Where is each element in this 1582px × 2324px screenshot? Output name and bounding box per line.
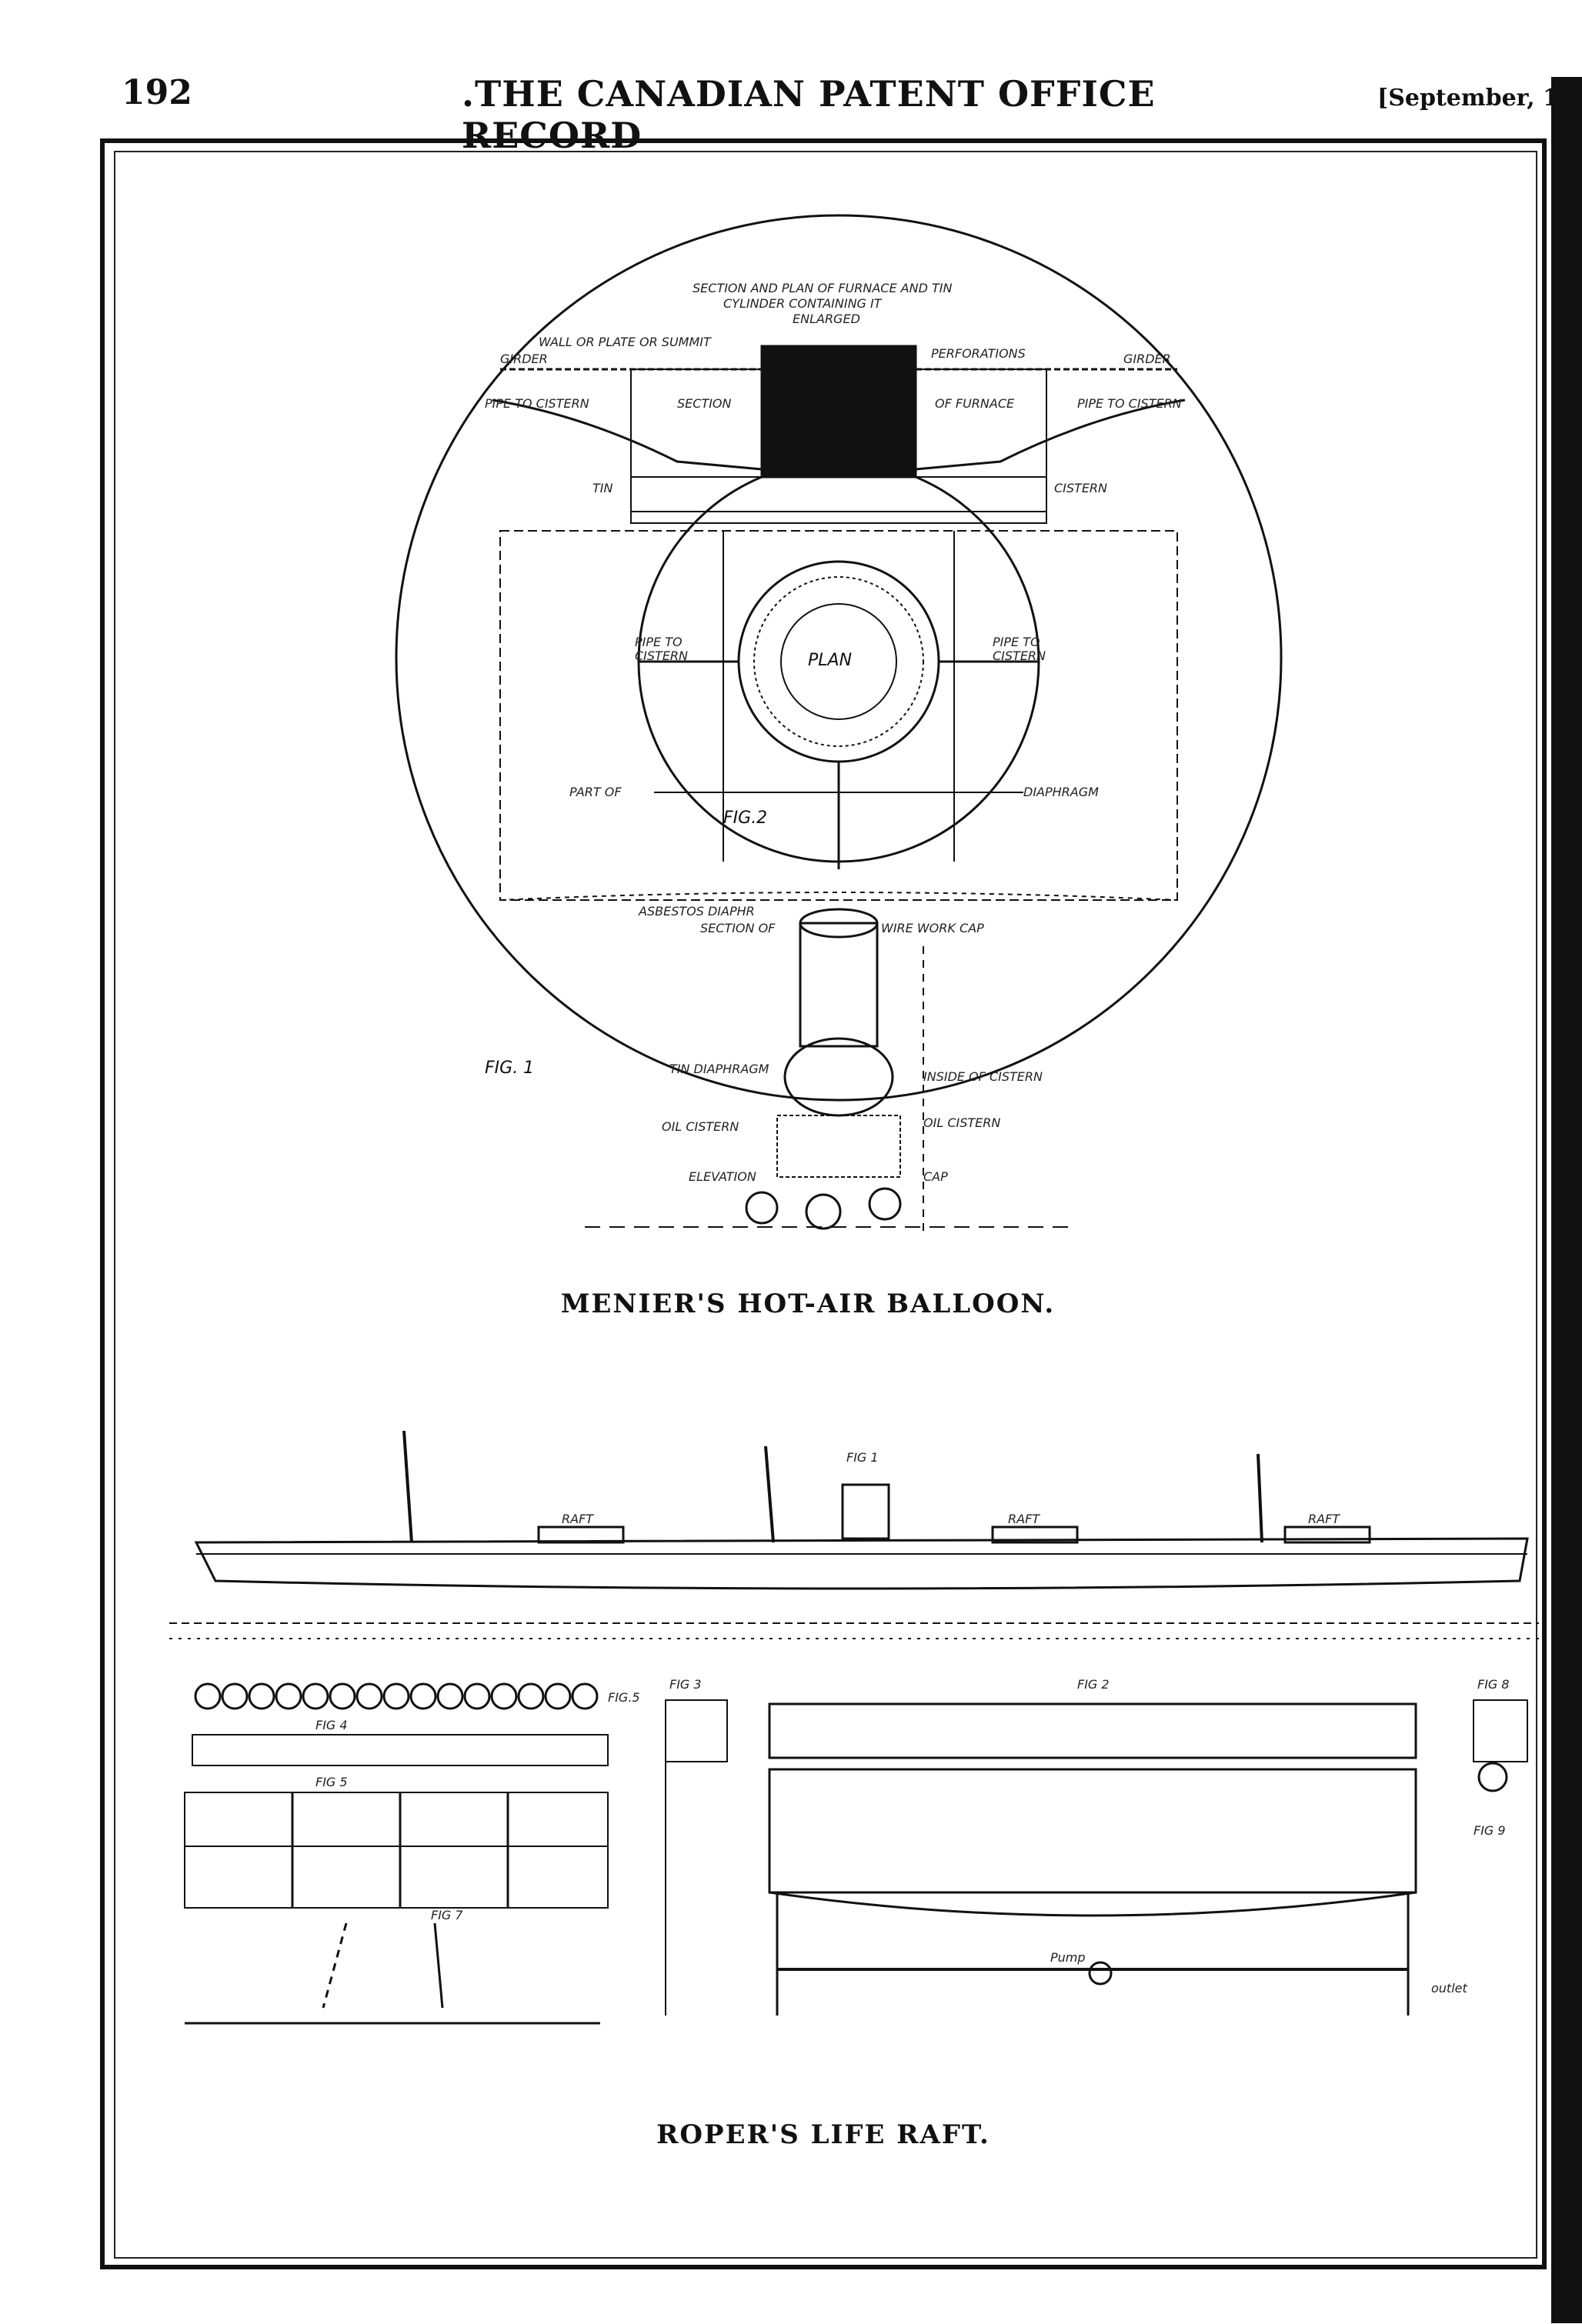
raft-labels: FIG 1 RAFT RAFT RAFT FIG 2 FIG 3 FIG 4 F… xyxy=(315,1450,1510,1996)
ship-hull xyxy=(194,1537,1529,1590)
label-perforations: PERFORATIONS xyxy=(931,346,1026,361)
label-pipe-cistern-right: PIPE TO CISTERN xyxy=(1077,396,1182,411)
label-raft-b: RAFT xyxy=(1008,1512,1040,1526)
label-pipe-cistern-left: PIPE TO CISTERN xyxy=(485,396,589,411)
label-raft-fig8: FIG 8 xyxy=(1477,1677,1510,1692)
label-oil-cistern-right: OIL CISTERN xyxy=(923,1115,1000,1130)
fig5-barrels xyxy=(194,1682,599,1710)
label-diaphragm: DIAPHRAGM xyxy=(1023,785,1099,799)
balloon-labels: SECTION AND PLAN OF FURNACE AND TIN CYLI… xyxy=(485,281,1182,1184)
label-part-of: PART OF xyxy=(569,785,622,799)
label-cap: CAP xyxy=(923,1169,948,1184)
label-girder-right: GIRDER xyxy=(1123,352,1171,366)
label-tin: TIN xyxy=(592,481,612,495)
label-title-c: ENLARGED xyxy=(793,312,860,326)
label-plan: PLAN xyxy=(808,651,852,670)
label-fig2-plan: FIG.2 xyxy=(723,809,767,828)
label-wire-cap: WIRE WORK CAP xyxy=(881,921,984,935)
scan-edge-bar xyxy=(1551,77,1582,2323)
label-raft-a: RAFT xyxy=(562,1512,594,1526)
label-wall: WALL OR PLATE OR SUMMIT xyxy=(539,335,712,349)
balloon-figure xyxy=(395,214,1283,1231)
label-cistern: CISTERN xyxy=(1054,481,1107,495)
issue-date: [September, 1 xyxy=(1377,85,1560,112)
label-raft-c: RAFT xyxy=(1308,1512,1340,1526)
label-section-of: SECTION OF xyxy=(700,921,776,935)
label-inside-cistern: INSIDE OF CISTERN xyxy=(923,1069,1043,1084)
label-pipe-to-right: PIPE TO xyxy=(993,635,1040,649)
running-title: .THE CANADIAN PATENT OFFICE RECORD xyxy=(462,73,1156,156)
balloon-envelope xyxy=(395,214,1283,1102)
label-girder-left: GIRDER xyxy=(500,352,548,366)
label-raft-fig5b: FIG 5 xyxy=(315,1775,348,1789)
label-outlet: outlet xyxy=(1431,1981,1467,1996)
caption-raft: ROPER'S LIFE RAFT. xyxy=(656,2119,990,2150)
label-of-furnace: OF FURNACE xyxy=(935,396,1015,411)
plate-frame xyxy=(100,138,1547,2269)
label-elevation: ELEVATION xyxy=(689,1169,756,1184)
label-raft-fig3: FIG 3 xyxy=(669,1677,702,1692)
label-tin-diaphragm: TIN DIAPHRAGM xyxy=(669,1062,769,1076)
label-raft-fig4: FIG 4 xyxy=(315,1718,348,1732)
page-number: 192 xyxy=(122,73,192,112)
caption-balloon: MENIER'S HOT-AIR BALLOON. xyxy=(560,1289,1056,1319)
plate-inner-frame xyxy=(114,151,1537,2259)
raft-figure xyxy=(169,1430,1539,2025)
label-raft-fig9: FIG 9 xyxy=(1474,1823,1506,1838)
label-fig1-balloon: FIG. 1 xyxy=(485,1059,534,1078)
label-pipe-to-left: PIPE TO xyxy=(635,635,683,649)
label-raft-fig7: FIG 7 xyxy=(431,1908,463,1922)
label-asbestos: ASBESTOS DIAPHR xyxy=(638,904,755,919)
label-raft-fig5a: FIG.5 xyxy=(608,1690,640,1705)
label-cistern-left: CISTERN xyxy=(635,649,688,663)
furnace-core xyxy=(760,345,917,478)
label-section: SECTION xyxy=(677,396,732,411)
label-pump: Pump xyxy=(1050,1950,1086,1965)
label-oil-cistern-left: OIL CISTERN xyxy=(662,1119,739,1134)
label-raft-fig2: FIG 2 xyxy=(1077,1677,1110,1692)
label-title-a: SECTION AND PLAN OF FURNACE AND TIN xyxy=(693,281,952,295)
label-title-b: CYLINDER CONTAINING IT xyxy=(723,296,883,311)
label-raft-fig1: FIG 1 xyxy=(846,1450,879,1465)
label-cistern-right: CISTERN xyxy=(993,649,1046,663)
